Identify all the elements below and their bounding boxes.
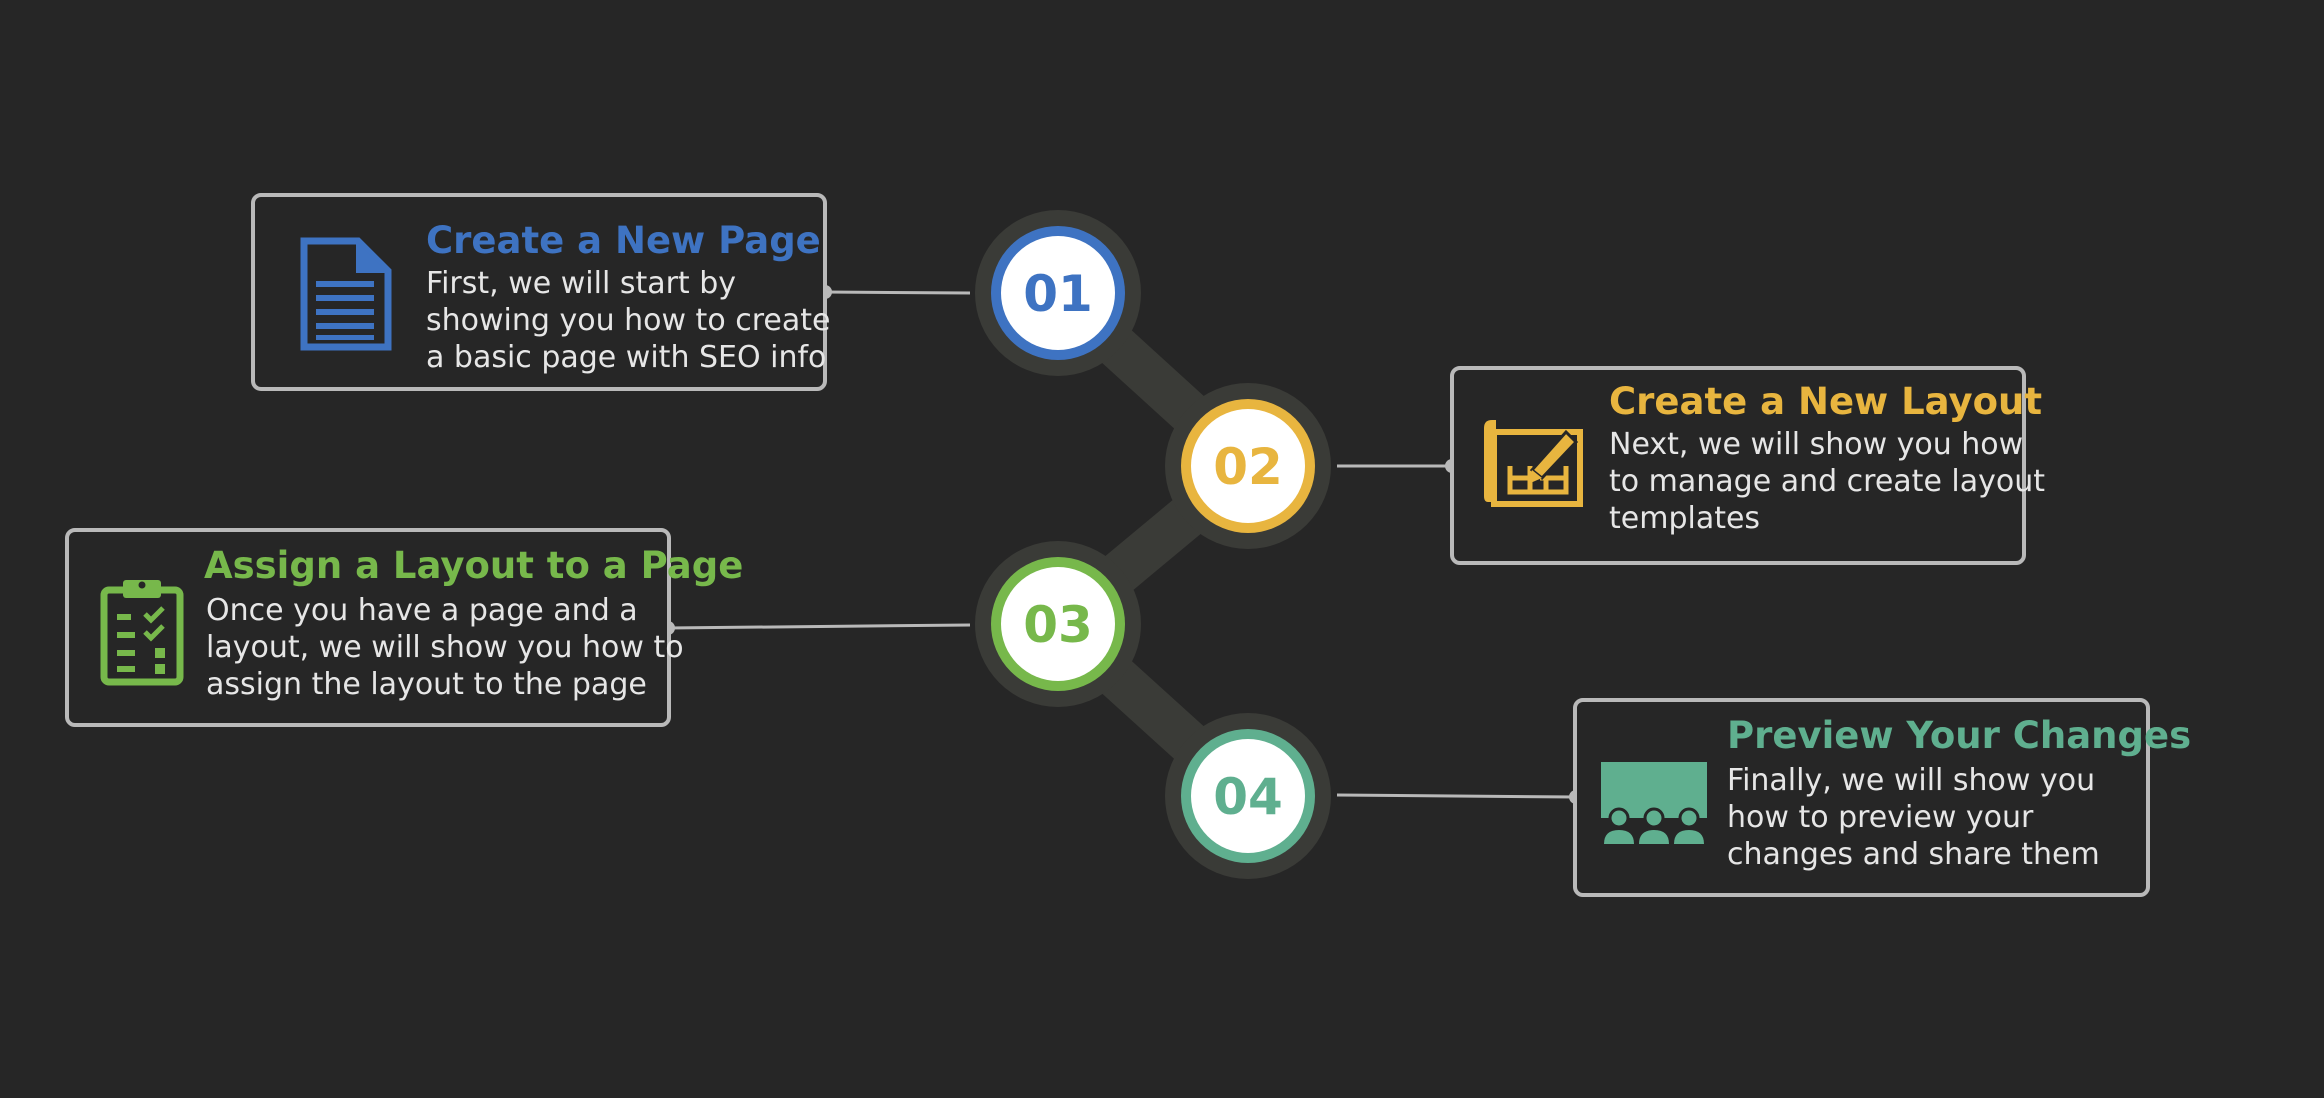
step-description-line: changes and share them [1727, 837, 2100, 872]
step-title-01: Create a New Page [426, 219, 821, 262]
step-description-line: layout, we will show you how to [206, 630, 684, 665]
step-description-line: Once you have a page and a [206, 593, 638, 628]
step-circle-01: 01 [975, 210, 1141, 376]
step-description-line: Finally, we will show you [1727, 763, 2096, 798]
step-description-line: assign the layout to the page [206, 667, 647, 702]
step-description-line: how to preview your [1727, 800, 2034, 835]
step-description-line: First, we will start by [426, 266, 737, 301]
step-description-line: Next, we will show you how [1609, 427, 2024, 462]
step-card-04: Preview Your Changes Finally, we will sh… [1573, 698, 2191, 897]
step-card-01: Create a New Page First, we will start b… [251, 193, 830, 391]
step-number-01: 01 [1023, 265, 1093, 323]
step-description-line: to manage and create layout [1609, 464, 2046, 499]
step-description-01: First, we will start by showing you how … [426, 265, 830, 376]
step-description-02: Next, we will show you how to manage and… [1609, 426, 2045, 537]
blueprint-icon [1484, 420, 1583, 507]
step-number-03: 03 [1023, 596, 1093, 654]
step-description-line: showing you how to create [426, 303, 831, 338]
presentation-icon [1601, 762, 1707, 844]
step-title-03: Assign a Layout to a Page [204, 544, 744, 587]
document-icon [300, 237, 392, 351]
step-number-04: 04 [1213, 768, 1283, 826]
step-number-02: 02 [1213, 438, 1283, 496]
step-circle-04: 04 [1165, 713, 1331, 879]
step-description-03: Once you have a page and a layout, we wi… [206, 592, 684, 703]
step-card-03: Assign a Layout to a Page Once you have … [65, 528, 743, 727]
clipboard-icon [100, 580, 184, 686]
step-title-04: Preview Your Changes [1727, 714, 2192, 757]
step-card-02: Create a New Layout Next, we will show y… [1450, 366, 2045, 565]
step-description-04: Finally, we will show you how to preview… [1727, 762, 2100, 873]
connector-line-03 [667, 623, 971, 630]
connector-line-04 [1336, 793, 1577, 799]
step-circle-02: 02 [1165, 383, 1331, 549]
step-circle-03: 03 [975, 541, 1141, 707]
connector-line-01 [824, 290, 971, 295]
step-description-line: templates [1609, 501, 1761, 536]
step-description-line: a basic page with SEO info [426, 340, 827, 375]
step-title-02: Create a New Layout [1609, 380, 2043, 423]
